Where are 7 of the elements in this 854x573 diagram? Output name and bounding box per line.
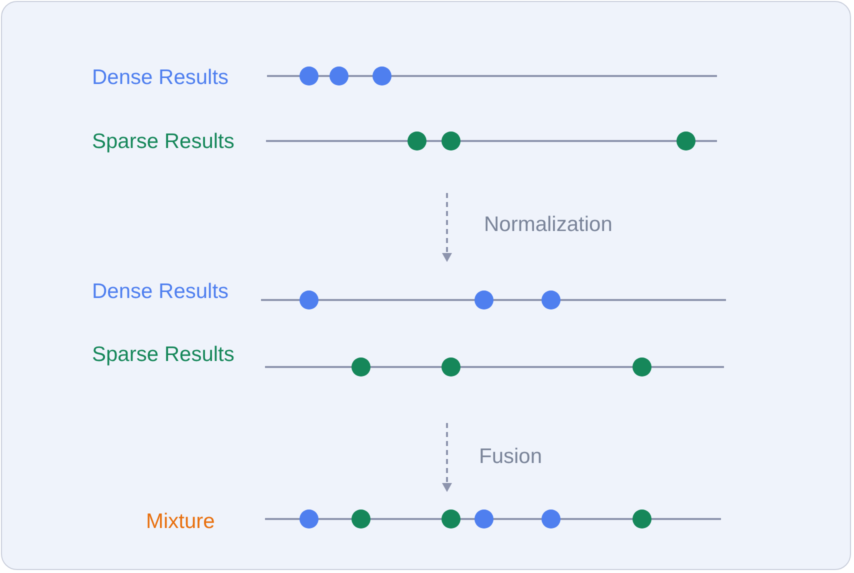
row-label: Dense Results (92, 280, 229, 304)
row-label: Fusion (479, 445, 542, 469)
row-label: Mixture (146, 510, 215, 534)
row-label: Dense Results (92, 66, 229, 90)
row-label: Sparse Results (92, 343, 234, 367)
row-label: Normalization (484, 213, 612, 237)
row-label: Sparse Results (92, 130, 234, 154)
